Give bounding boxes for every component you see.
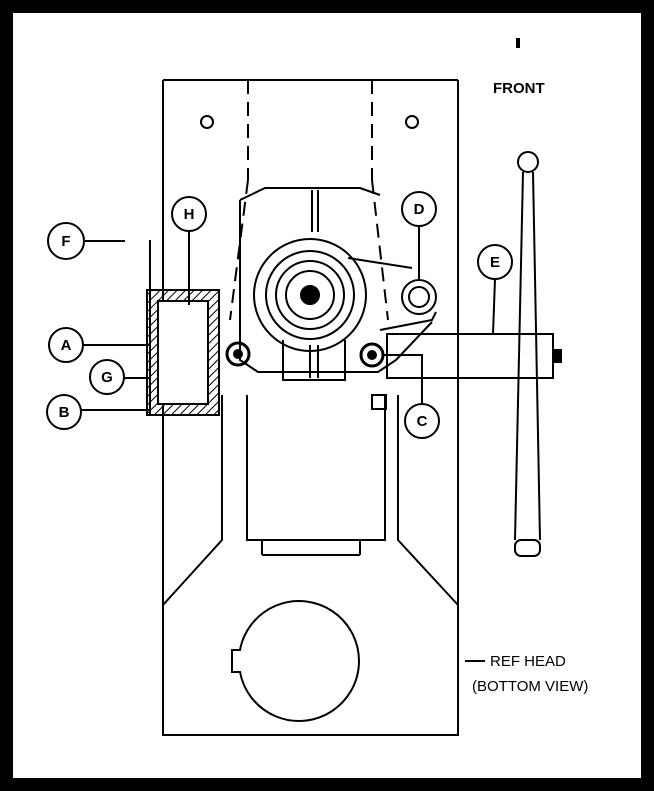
callout-a: A [48,327,84,363]
spring-reel [253,238,413,352]
right-pivot [379,226,437,331]
mounting-hole-left [200,115,214,129]
lower-notch [282,340,346,381]
svg-text:G: G [101,369,113,386]
callout-g: G [89,359,125,395]
callout-f: F [47,222,85,260]
callout-d: D [401,191,437,227]
callout-c: C [404,403,440,439]
lower-housing [162,394,459,606]
svg-text:E: E [490,254,500,271]
leader-lines [80,231,496,662]
svg-text:D: D [414,201,425,218]
bottom-opening [231,600,360,722]
callout-h: H [171,196,207,232]
svg-text:A: A [61,337,72,354]
callout-e: E [477,244,513,280]
front-label: FRONT [493,80,545,97]
gauge-block [146,240,220,416]
vertical-lever [514,151,541,557]
screw-right [359,342,385,368]
svg-text:H: H [184,206,195,223]
mounting-hole-right [405,115,419,129]
svg-text:B: B [59,404,70,421]
bottom-view-label: (BOTTOM VIEW) [472,678,588,695]
svg-text:C: C [417,413,428,430]
svg-text:F: F [61,233,70,250]
callout-b: B [46,394,82,430]
screw-left [225,341,251,367]
front-arrow [516,38,520,48]
ref-head-label: REF HEAD [490,653,566,670]
